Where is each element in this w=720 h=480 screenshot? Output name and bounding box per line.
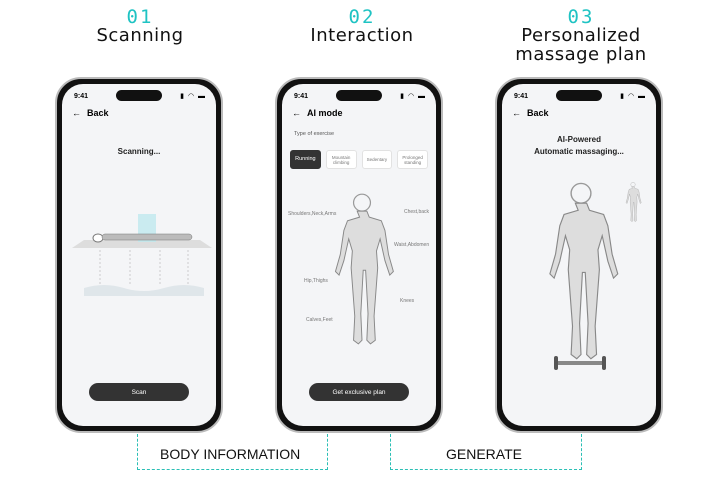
dynamic-island [116,90,162,101]
step-number: 02 [348,6,376,28]
status-time: 9:41 [74,93,89,100]
chip-running[interactable]: Running [290,150,321,169]
label-hip[interactable]: Hip,Thighs [304,278,328,284]
step-1-header: 01 Scanning [40,6,240,46]
chip-sedentary[interactable]: Sedentary [361,150,393,169]
step-number: 03 [567,6,595,28]
back-arrow-icon: ← [512,108,521,118]
scan-button[interactable]: Scan [89,383,189,401]
back-label: Back [527,108,549,118]
generate-label: GENERATE [442,446,526,462]
label-shoulders[interactable]: Shoulders,Neck,Arms [288,211,337,217]
generate-connector [390,434,582,470]
step-number: 01 [126,6,154,28]
phone-ai-mode: 9:41 ▮ ◠ ▬ ← AI mode Type of exercise Run… [275,77,443,433]
get-plan-button[interactable]: Get exclusive plan [309,383,409,401]
exercise-type-label: Type of exercise [294,131,335,137]
scanning-heading: Scanning... [117,147,161,156]
step-title: Scanning [96,25,184,46]
scan-illustration [72,214,212,296]
back-label: Back [87,108,109,118]
dynamic-island [336,90,382,101]
label-knees[interactable]: Knees [400,298,415,304]
ai-heading-2: Automatic massaging... [534,147,624,156]
ai-heading-1: AI-Powered [556,135,601,144]
step-title-2: massage plan [515,44,647,65]
back-arrow-icon: ← [292,108,301,118]
chip-prolonged-standing[interactable]: Prolonged standing [397,150,428,169]
dynamic-island [556,90,602,101]
back-label: AI mode [307,108,343,118]
label-waist[interactable]: Waist,Abdomen [394,242,430,248]
label-chest[interactable]: Chest,back [404,209,430,215]
status-icons: ▮ ◠ ▬ [620,93,646,100]
body-figure [334,193,394,345]
status-time: 9:41 [294,93,309,100]
back-button[interactable]: ← Back [512,108,549,118]
status-icons: ▮ ◠ ▬ [400,93,426,100]
step-3-header: 03 Personalized massage plan [481,6,681,65]
phone-massage-plan: 9:41 ▮ ◠ ▬ ← Back AI-Powered Automatic ma… [495,77,663,433]
status-time: 9:41 [514,93,529,100]
label-calves[interactable]: Calves,Feet [306,317,333,323]
status-icons: ▮ ◠ ▬ [180,93,206,100]
back-arrow-icon: ← [72,108,81,118]
massage-roller-icon [554,356,606,370]
back-button[interactable]: ← AI mode [292,108,343,118]
chip-mountain-climbing[interactable]: Mountain climbing [325,150,357,169]
back-button[interactable]: ← Back [72,108,109,118]
body-information-connector [137,434,328,470]
phone-scanning: 9:41 ▮ ◠ ▬ ← Back Scanning... Scan [55,77,223,433]
step-title: Personalized [521,25,641,46]
step-2-header: 02 Interaction [262,6,462,46]
step-title: Interaction [310,25,414,46]
body-information-label: BODY INFORMATION [156,446,305,462]
